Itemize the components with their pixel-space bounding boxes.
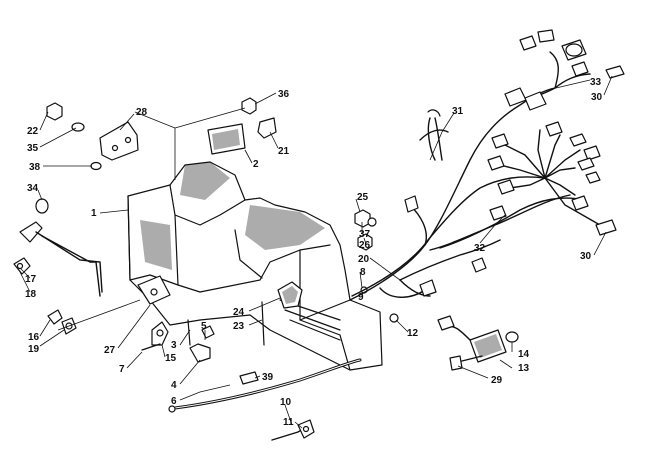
switch-lead (271, 419, 315, 441)
console-panel (127, 161, 383, 371)
screws-and-clips (141, 319, 215, 363)
callout-14: 14 (518, 349, 530, 360)
callout-37: 37 (359, 229, 371, 240)
callout-11: 11 (283, 417, 294, 428)
callout-10: 10 (280, 397, 292, 408)
callout-12: 12 (407, 328, 419, 339)
callout-39: 39 (262, 372, 274, 383)
callout-17: 17 (25, 274, 37, 285)
ignition-switch (13, 221, 103, 297)
callout-29: 29 (491, 375, 503, 386)
callout-36: 36 (278, 89, 290, 100)
callout-4: 4 (171, 380, 177, 391)
callout-32: 32 (474, 243, 486, 254)
callout-31: 31 (452, 106, 464, 117)
callout-30-right: 30 (580, 251, 592, 262)
throttle-cable (168, 358, 362, 413)
callout-9: 9 (358, 292, 364, 303)
callout-labels: 1 2 3 4 5 6 7 8 9 10 11 12 13 14 15 16 1… (25, 77, 603, 428)
callout-6: 6 (171, 396, 177, 407)
callout-34: 34 (27, 183, 39, 194)
retaining-clip (151, 321, 169, 346)
callout-5: 5 (201, 321, 207, 332)
callout-24: 24 (233, 307, 245, 318)
callout-23: 23 (233, 321, 245, 332)
callout-19: 19 (28, 344, 40, 355)
callout-13: 13 (518, 363, 530, 374)
callout-26: 26 (359, 240, 371, 251)
switch-bracket-plate (137, 275, 171, 305)
callout-1: 1 (91, 208, 97, 219)
callout-30-top: 30 (591, 92, 603, 103)
callout-20: 20 (358, 254, 370, 265)
callout-35: 35 (27, 143, 39, 154)
callout-21: 21 (278, 146, 290, 157)
callout-25: 25 (357, 192, 369, 203)
callout-16: 16 (28, 332, 40, 343)
callout-33: 33 (590, 77, 602, 88)
callout-2: 2 (253, 159, 259, 170)
leader-lines (19, 75, 613, 429)
callout-3: 3 (171, 340, 177, 351)
callout-7: 7 (119, 364, 125, 375)
callout-27: 27 (104, 345, 116, 356)
callout-15: 15 (165, 353, 177, 364)
callout-28: 28 (136, 107, 148, 118)
cable-clamp (239, 371, 259, 385)
callout-38: 38 (29, 162, 41, 173)
callout-22: 22 (27, 126, 39, 137)
mounting-bracket (99, 121, 139, 161)
wiring-harness (349, 29, 625, 301)
bulb-socket (261, 281, 303, 346)
callout-18: 18 (25, 289, 37, 300)
voltage-regulator (437, 315, 519, 371)
hardware-items (35, 97, 399, 323)
callout-8: 8 (360, 267, 366, 278)
indicator-plate (207, 123, 246, 155)
switch-bezel (47, 309, 77, 335)
